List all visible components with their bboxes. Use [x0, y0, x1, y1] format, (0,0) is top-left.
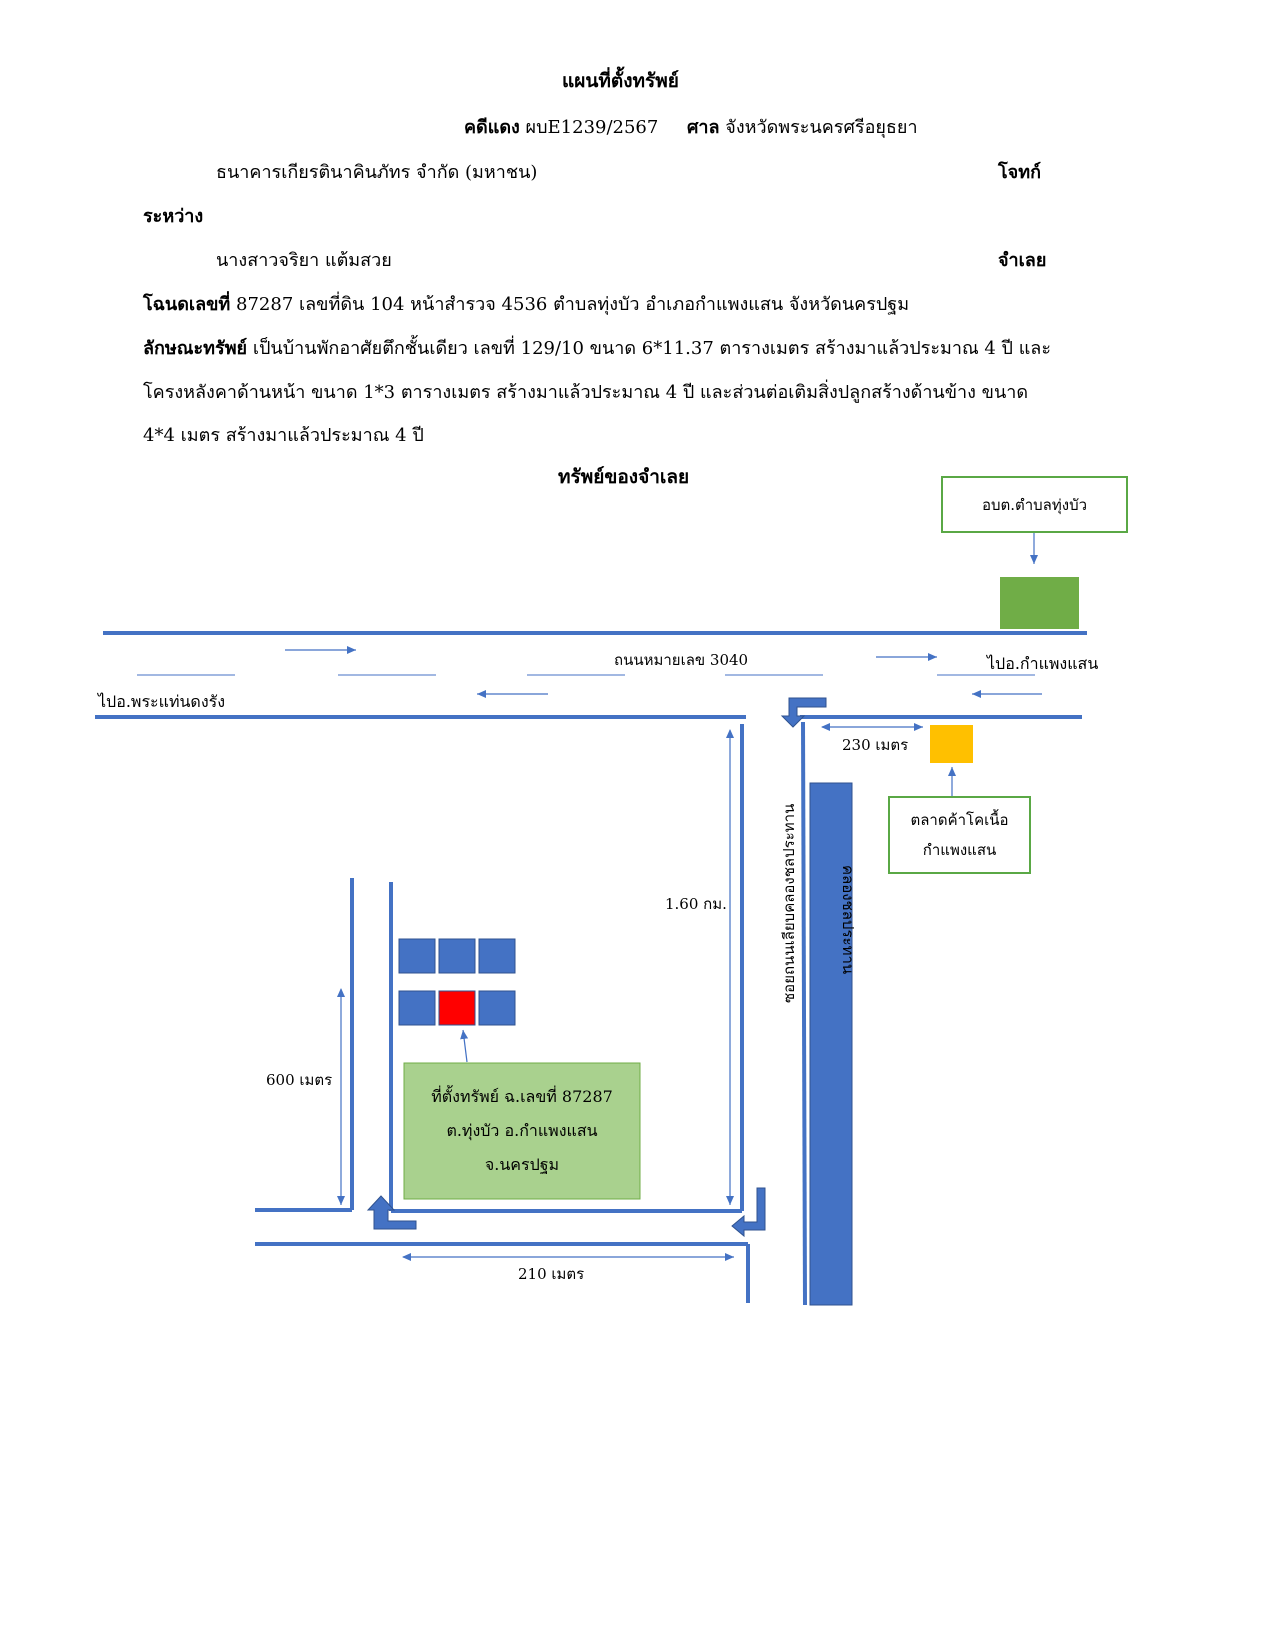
case-number: ผบE1239/2567: [525, 117, 659, 138]
distance-160: 1.60 กม.: [665, 895, 727, 913]
distance-600: 600 เมตร: [266, 1071, 333, 1089]
market-marker: [930, 725, 973, 763]
distance-230: 230 เมตร: [842, 736, 909, 754]
canal-label: คลองชลประทาน: [839, 865, 857, 975]
sao-building: [1000, 577, 1079, 629]
court-label: ศาล: [686, 117, 720, 138]
distance-210: 210 เมตร: [518, 1265, 585, 1283]
deed-line: โฉนดเลขที่ 87287 เลขที่ดิน 104 หน้าสำรวจ…: [143, 289, 909, 318]
between-label: ระหว่าง: [143, 206, 204, 227]
target-pointer: [460, 1029, 469, 1063]
sao-label-box: อบต.ตำบลทุ่งบัว: [941, 476, 1128, 533]
court-name: จังหวัดพระนครศรีอยุธยา: [725, 117, 918, 138]
section-title: ทรัพย์ของจำเลย: [558, 466, 690, 488]
case-line: คดีแดง ผบE1239/2567 ศาล จังหวัดพระนครศรี…: [464, 112, 918, 141]
turn-arrow-into-soi: [780, 697, 827, 728]
deed-text: 87287 เลขที่ดิน 104 หน้าสำรวจ 4536 ตำบลท…: [236, 294, 910, 315]
irrigation-canal: [809, 782, 853, 1306]
location-box-fill: [403, 1062, 641, 1200]
sao-label: อบต.ตำบลทุ่งบัว: [981, 495, 1088, 514]
plaintiff-name: ธนาคารเกียรตินาคินภัทร จำกัด (มหาชน): [216, 162, 538, 183]
soi-label: ซอยถนนเลียบคลองชลประทาน: [780, 803, 798, 1003]
market-label-box: ตลาดค้าโคเนื้อ กำแพงแสน: [888, 796, 1031, 874]
case-label: คดีแดง: [464, 117, 520, 138]
location-line-3: จ.นครปฐม: [484, 1155, 560, 1174]
to-kamphaeng-saen: ไปอ.กำแพงแสน: [987, 654, 1099, 673]
target-property: [438, 990, 476, 1026]
deed-label: โฉนดเลขที่: [143, 294, 231, 315]
page-title: แผนที่ตั้งทรัพย์: [562, 70, 679, 92]
property-label: ลักษณะทรัพย์: [143, 338, 248, 359]
plaintiff-role: โจทก์: [998, 162, 1041, 183]
turn-arrow-up: [366, 1195, 417, 1230]
defendant-name: นางสาวจริยา แต้มสวย: [216, 250, 392, 271]
property-line-2: โครงหลังคาด้านหน้า ขนาด 1*3 ตารางเมตร สร…: [143, 382, 1029, 403]
turn-arrow-left: [731, 1187, 766, 1238]
market-label-line-2: กำแพงแสน: [922, 841, 997, 859]
to-phra-thaen-dong-rang: ไปอ.พระแท่นดงรัง: [98, 692, 226, 711]
location-line-2: ต.ทุ่งบัว อ.กำแพงแสน: [446, 1121, 598, 1140]
property-line-3: 4*4 เมตร สร้างมาแล้วประมาณ 4 ปี: [143, 425, 424, 446]
house-blocks: [398, 938, 516, 1026]
road-name: ถนนหมายเลข 3040: [614, 651, 749, 669]
property-line-1: ลักษณะทรัพย์ เป็นบ้านพักอาศัยตึกชั้นเดีย…: [143, 333, 1051, 362]
property-text-1: เป็นบ้านพักอาศัยตึกชั้นเดียว เลขที่ 129/…: [252, 338, 1051, 359]
location-label: ที่ตั้งทรัพย์ ฉ.เลขที่ 87287 ต.ทุ่งบัว อ…: [404, 1063, 640, 1199]
market-label-line-1: ตลาดค้าโคเนื้อ: [910, 811, 1009, 829]
soi-road-edge: [801, 721, 807, 1306]
defendant-role: จำเลย: [998, 250, 1047, 271]
location-line-1: ที่ตั้งทรัพย์ ฉ.เลขที่ 87287: [431, 1087, 613, 1106]
